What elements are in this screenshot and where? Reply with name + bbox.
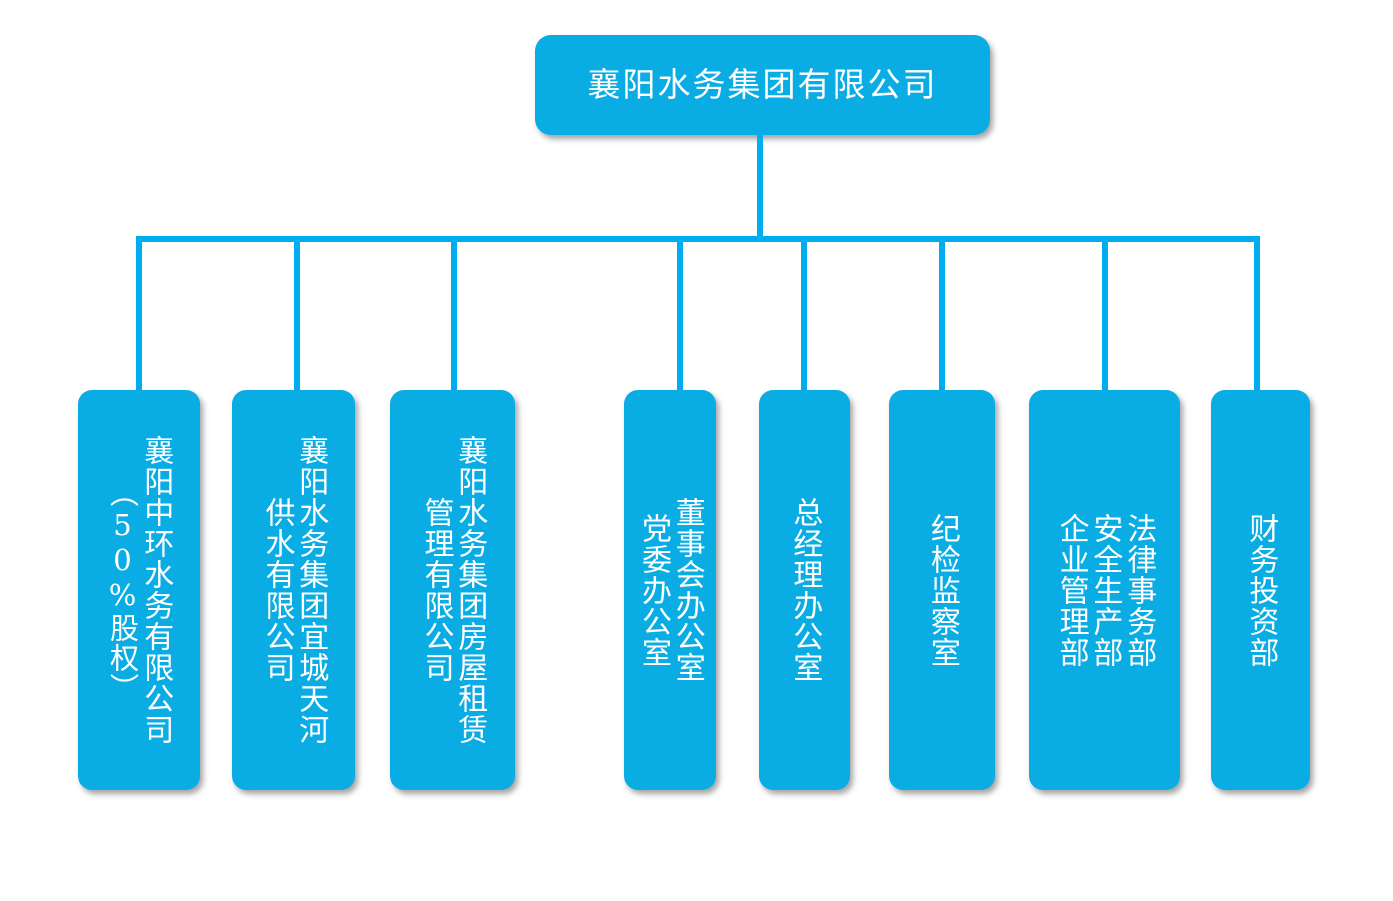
org-node-root[interactable]: 襄阳水务集团有限公司 bbox=[535, 35, 990, 135]
org-node-zongjingli[interactable]: 总经理办公室 bbox=[759, 390, 850, 790]
connector-root-stem bbox=[757, 133, 763, 241]
connector-drop-1 bbox=[136, 236, 142, 392]
org-node-label-block: 财务投资部 bbox=[1211, 390, 1310, 790]
org-node-root-label: 襄阳水务集团有限公司 bbox=[587, 65, 938, 105]
org-node-label-col-2: 供水有限公司 bbox=[259, 497, 295, 683]
org-node-label-col-3: 企业管理部 bbox=[1053, 512, 1089, 668]
connector-drop-8 bbox=[1254, 236, 1260, 392]
connector-drop-6 bbox=[939, 236, 945, 392]
org-node-label-col-1: 总经理办公室 bbox=[787, 497, 823, 683]
org-node-label-col-2: 安全生产部 bbox=[1087, 512, 1123, 668]
org-node-label-col-2: 管理有限公司 bbox=[418, 497, 454, 683]
org-node-label-block: 纪检监察室 bbox=[889, 390, 995, 790]
org-node-label-col-1: 襄阳中环水务有限公司 bbox=[138, 435, 174, 745]
org-node-fangwu-zulin[interactable]: 襄阳水务集团房屋租赁 管理有限公司 bbox=[390, 390, 515, 790]
connector-drop-3 bbox=[451, 236, 457, 392]
org-node-label-col-1: 襄阳水务集团宜城天河 bbox=[293, 435, 329, 745]
org-node-label-block: 董事会办公室 党委办公室 bbox=[624, 390, 716, 790]
connector-bus bbox=[136, 236, 1260, 242]
org-node-label-block: 襄阳中环水务有限公司 （50%股权） bbox=[78, 390, 200, 790]
connector-drop-4 bbox=[677, 236, 683, 392]
org-node-label-col-1: 法律事务部 bbox=[1121, 512, 1157, 668]
org-node-yicheng-tianhe[interactable]: 襄阳水务集团宜城天河 供水有限公司 bbox=[232, 390, 355, 790]
org-node-label-col-1: 董事会办公室 bbox=[669, 497, 705, 683]
org-node-label-col-2: （50%股权） bbox=[105, 477, 140, 703]
org-node-label-col-1: 纪检监察室 bbox=[924, 512, 960, 668]
org-node-jijian-jiancha[interactable]: 纪检监察室 bbox=[889, 390, 995, 790]
org-node-falv-anquan-qiye[interactable]: 法律事务部 安全生产部 企业管理部 bbox=[1029, 390, 1180, 790]
org-node-label-block: 法律事务部 安全生产部 企业管理部 bbox=[1029, 390, 1180, 790]
org-node-xiangyang-zhonghuan[interactable]: 襄阳中环水务有限公司 （50%股权） bbox=[78, 390, 200, 790]
connector-drop-2 bbox=[294, 236, 300, 392]
connector-drop-5 bbox=[801, 236, 807, 392]
org-node-caiwu-touzi[interactable]: 财务投资部 bbox=[1211, 390, 1310, 790]
org-node-label-block: 襄阳水务集团宜城天河 供水有限公司 bbox=[232, 390, 355, 790]
org-node-label-block: 襄阳水务集团房屋租赁 管理有限公司 bbox=[390, 390, 515, 790]
org-node-label-col-1: 财务投资部 bbox=[1243, 512, 1279, 668]
org-node-dongshihui-dangwei[interactable]: 董事会办公室 党委办公室 bbox=[624, 390, 716, 790]
org-node-label-block: 总经理办公室 bbox=[759, 390, 850, 790]
connector-drop-7 bbox=[1102, 236, 1108, 392]
org-node-label-col-2: 党委办公室 bbox=[636, 512, 671, 668]
org-node-label-col-1: 襄阳水务集团房屋租赁 bbox=[452, 435, 488, 745]
